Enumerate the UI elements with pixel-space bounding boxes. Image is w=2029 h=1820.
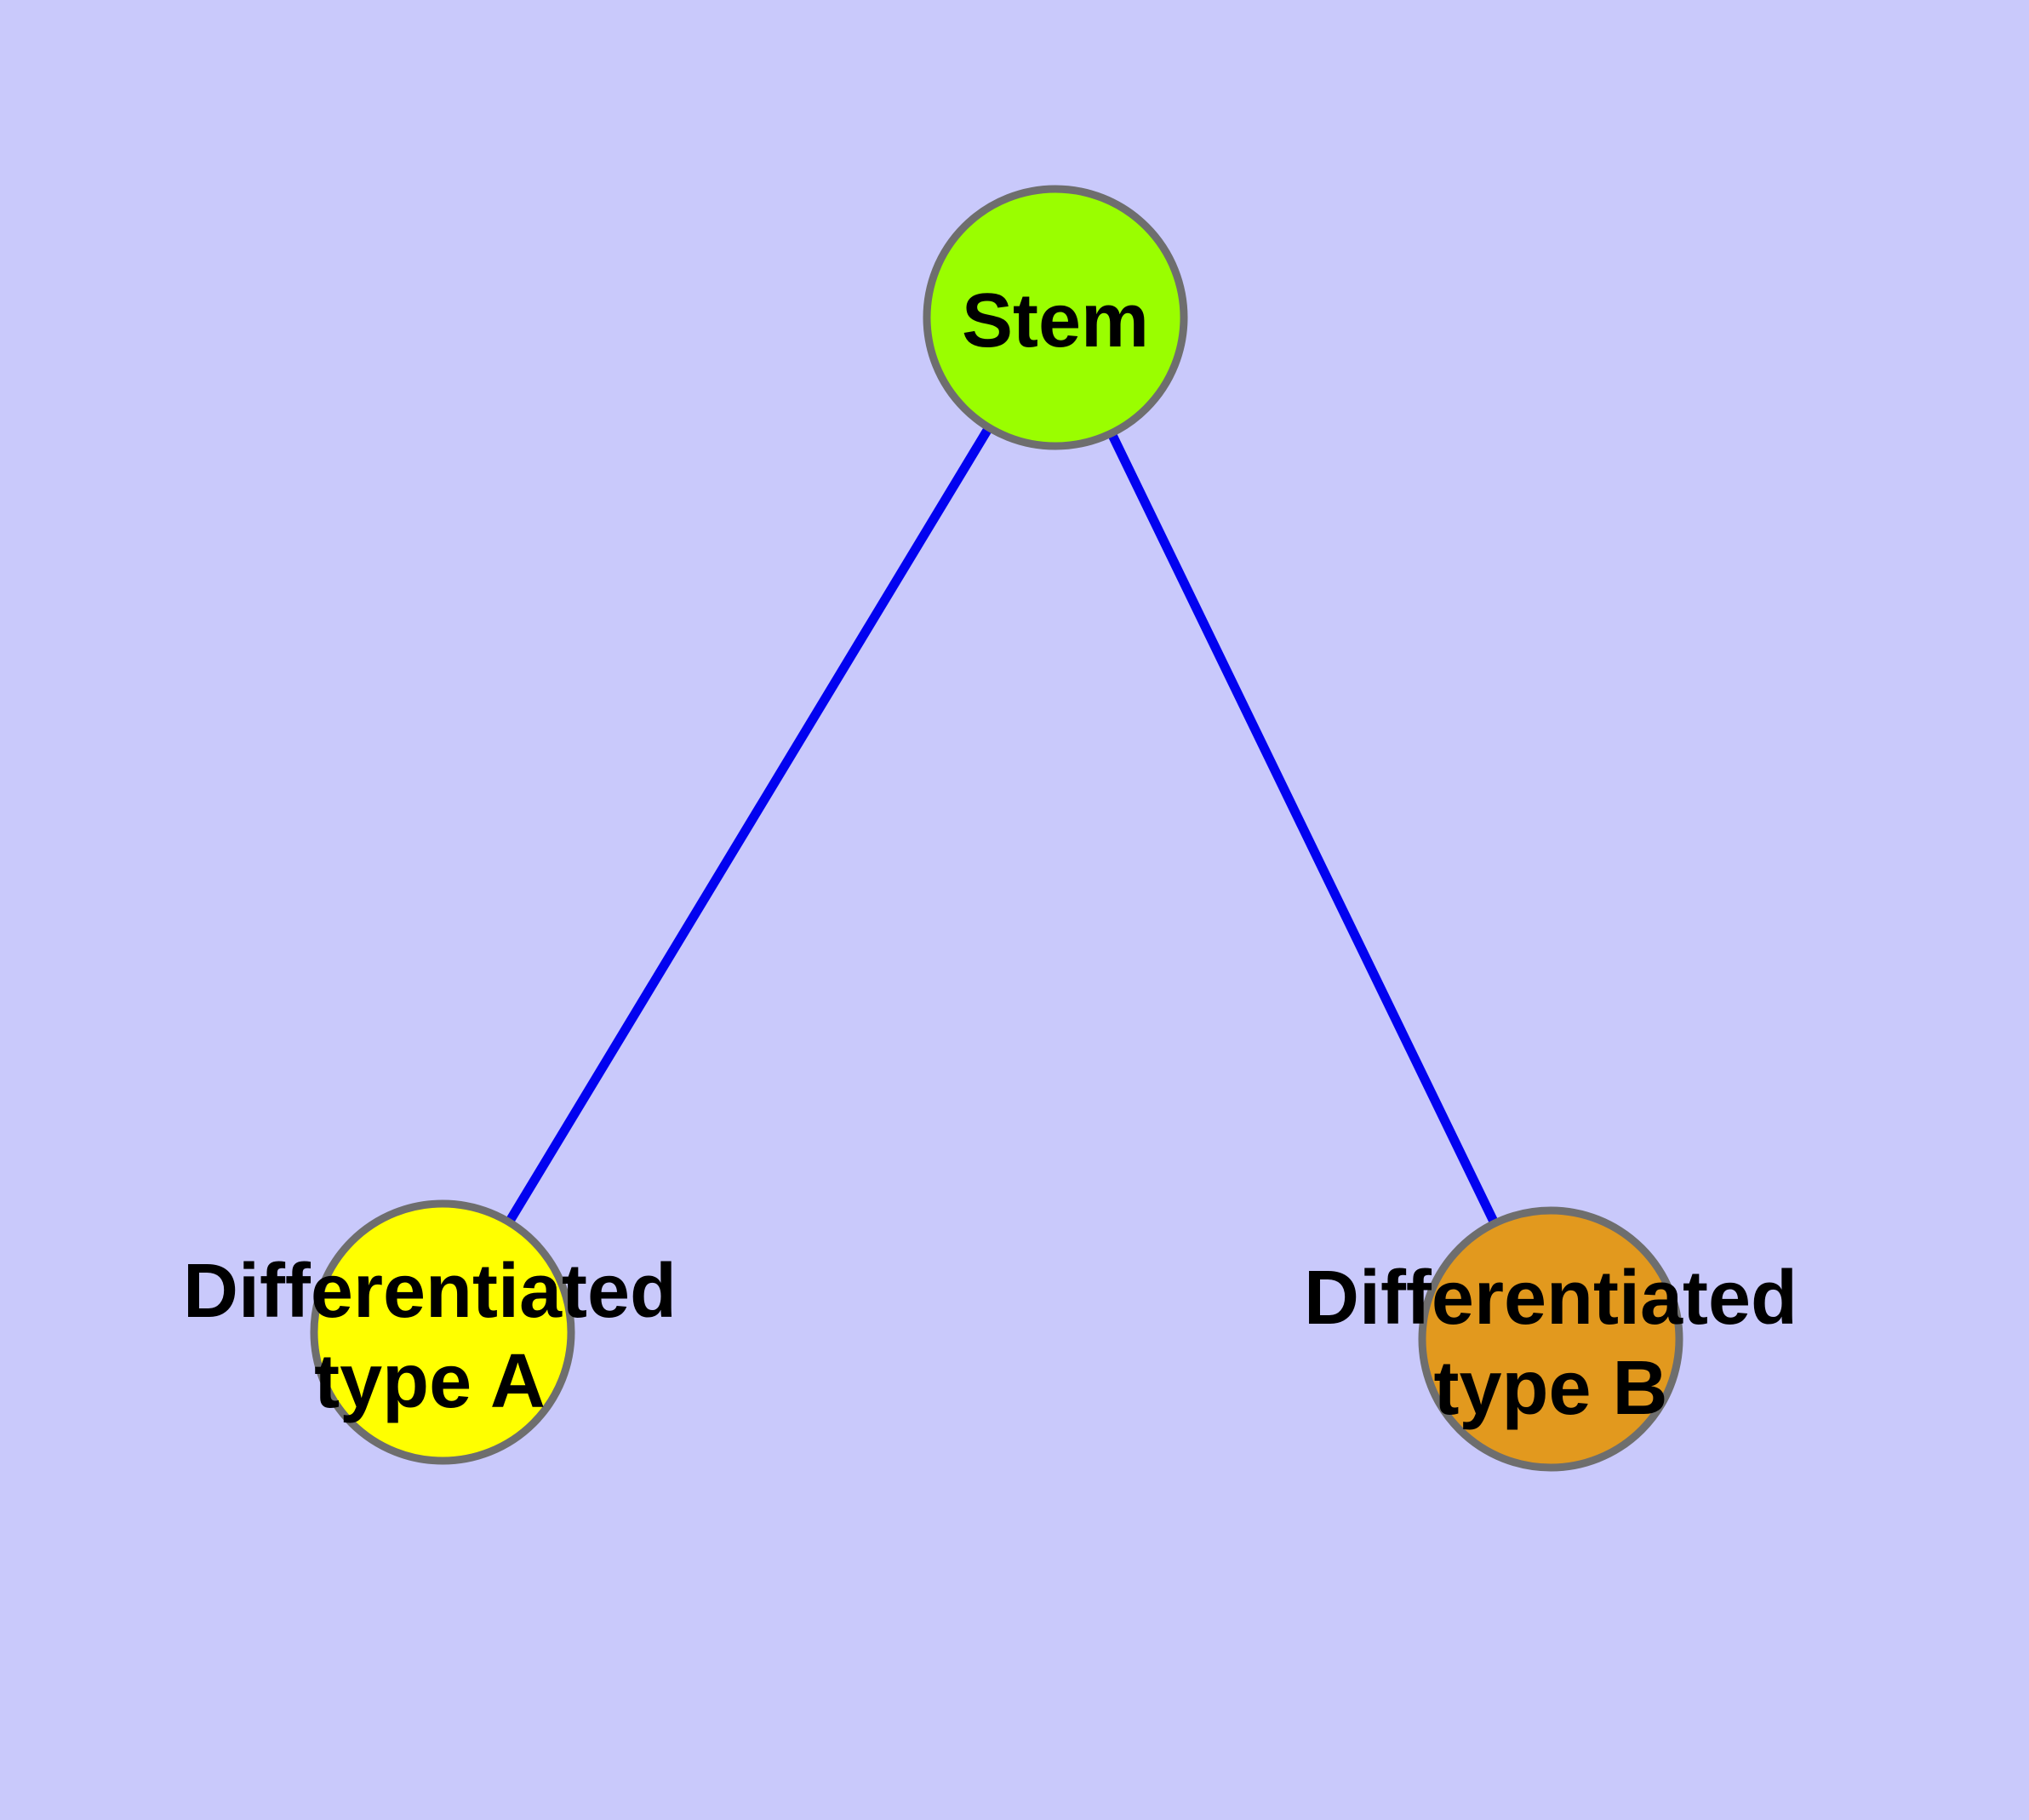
node-type-b: Differentiated type B (1304, 1206, 1798, 1472)
edge-stem-to-type-b (1051, 315, 1555, 1342)
node-type-b-label-line2: type B (1433, 1346, 1667, 1431)
node-type-a-label-line1: Differentiated (183, 1249, 677, 1334)
node-stem-circle (923, 185, 1188, 450)
node-type-b-label-line1: Differentiated (1304, 1256, 1798, 1341)
node-type-b-circle (1418, 1206, 1683, 1472)
edge-stem-to-type-a (438, 315, 1060, 1335)
node-type-a: Differentiated type A (183, 1199, 677, 1465)
node-stem: Stem (923, 185, 1188, 450)
node-type-a-circle (310, 1199, 575, 1465)
node-stem-label: Stem (962, 278, 1149, 363)
node-type-a-label-line2: type A (314, 1339, 546, 1424)
